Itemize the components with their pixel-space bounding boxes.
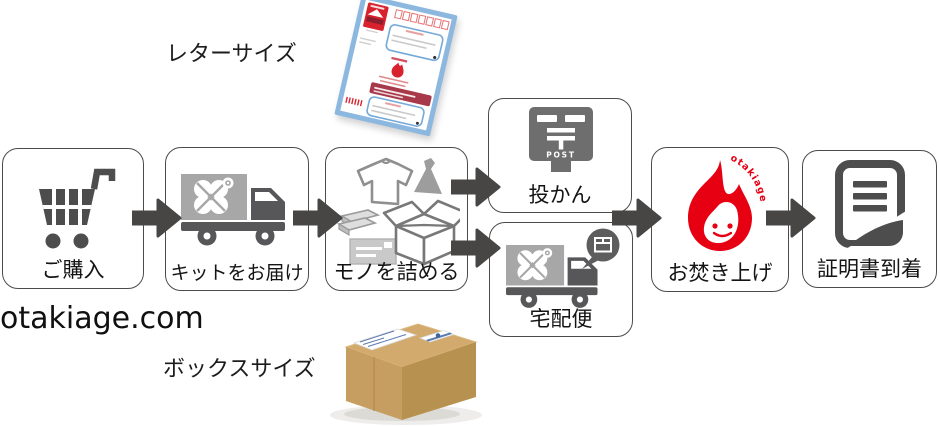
step-courier-label: 宅配便	[529, 306, 593, 331]
step-purchase-label: ご購入	[41, 257, 105, 282]
arrow-right-icon	[451, 167, 501, 207]
certificate-document-icon	[835, 160, 909, 249]
parcel-icon	[594, 237, 612, 253]
letter-kit-image	[334, 0, 458, 137]
delivery-truck-icon	[181, 174, 287, 246]
arrow-right-icon	[766, 198, 816, 238]
step-pack-items-label: モノを詰める	[333, 259, 460, 284]
arrow-right-icon	[451, 228, 501, 268]
step-ritual-burning-label: お焚き上げ	[667, 260, 773, 285]
step-courier: 宅配便	[489, 222, 633, 337]
step-certificate: 証明書到着	[802, 150, 937, 288]
post-box-icon: POST	[529, 107, 593, 172]
courier-truck-icon	[504, 228, 620, 309]
box-size-label: ボックスサイズ	[163, 357, 316, 382]
postal-mark-icon	[547, 128, 575, 150]
site-name-text: otakiage.com	[0, 301, 204, 336]
arrow-right-icon	[132, 198, 182, 238]
step-purchase: ご購入	[2, 148, 144, 289]
arrow-right-icon	[612, 198, 662, 238]
step-kit-delivery: キットをお届け	[165, 147, 309, 291]
letter-size-label: レターサイズ	[166, 42, 297, 67]
post-box-text: POST	[546, 151, 576, 160]
step-post: POST 投かん	[488, 98, 632, 213]
step-kit-delivery-label: キットをお届け	[170, 262, 304, 285]
shopping-cart-icon	[39, 168, 116, 249]
otakiage-flame-logo: otakiage	[688, 156, 768, 251]
box-kit-image	[330, 323, 482, 425]
step-pack-items: モノを詰める	[325, 147, 468, 291]
step-certificate-label: 証明書到着	[817, 256, 922, 281]
arrow-right-icon	[293, 198, 343, 238]
step-post-label: 投かん	[528, 182, 592, 207]
packing-items-icon	[336, 157, 460, 266]
letter-kit-graphic	[345, 2, 450, 127]
